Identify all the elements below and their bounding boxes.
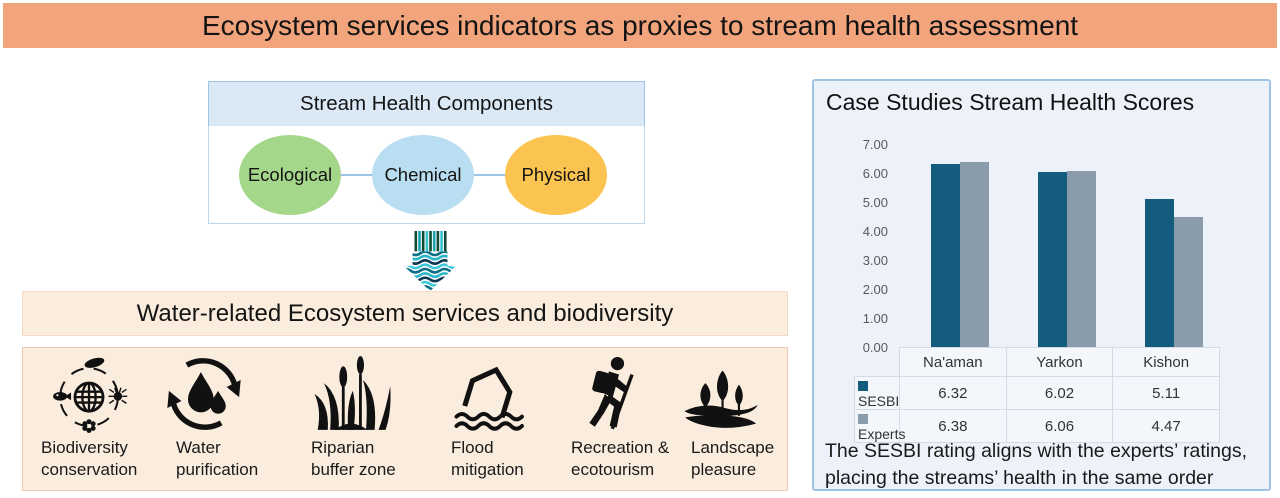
legend-cell: SESBI (854, 376, 900, 410)
caption-line1: The SESBI rating aligns with the experts… (825, 440, 1247, 462)
table-category-header: Kishon (1112, 347, 1220, 377)
chart-title: Case Studies Stream Health Scores (826, 89, 1195, 115)
table-value-cell: 5.11 (1112, 376, 1220, 410)
service-label: Water purification (176, 437, 258, 481)
y-axis-tick-label: 3.00 (862, 253, 888, 268)
service-label: Landscape pleasure (691, 437, 774, 481)
table-value-cell: 6.38 (899, 409, 1007, 443)
page-title: Ecosystem services indicators as proxies… (201, 9, 1079, 41)
ellipse-label: Physical (521, 164, 591, 185)
service-label-line1: Water (176, 438, 221, 457)
panel-caption: The SESBI rating aligns with the experts… (825, 438, 1270, 492)
y-axis-tick-label: 6.00 (862, 166, 888, 181)
service-label: Recreation & ecotourism (571, 437, 669, 481)
service-label-line1: Recreation & (571, 438, 670, 457)
ellipse-chemical: Chemical (372, 135, 474, 215)
legend-swatch (858, 381, 868, 391)
table-category-header: Na'aman (899, 347, 1007, 377)
arrow-stripes (414, 231, 447, 252)
flood-mitigation-icon (454, 366, 524, 431)
table-value-cell: 6.32 (899, 376, 1007, 410)
service-label: Biodiversity conservation (41, 437, 137, 481)
ellipse-label: Ecological (247, 164, 333, 185)
y-axis-tick-label: 4.00 (862, 224, 888, 239)
table-value-cell: 6.06 (1005, 409, 1114, 443)
landscape-pleasure-icon (684, 370, 758, 428)
connector-line (337, 174, 375, 176)
y-axis-tick-label: 1.00 (862, 311, 888, 326)
legend-swatch (858, 414, 868, 424)
bar-sesbi-yarkon (1038, 172, 1067, 347)
bar-experts-yarkon (1067, 171, 1096, 347)
ellipse-label: Chemical (384, 164, 462, 185)
table-corner-cell (855, 348, 900, 377)
services-section-header: Water-related Ecosystem services and bio… (22, 291, 788, 336)
case-studies-panel: Case Studies Stream Health Scores 0.00 1.… (812, 79, 1271, 491)
y-axis-tick-label: 0.00 (862, 340, 888, 355)
legend-cell: Experts (854, 409, 905, 443)
service-label-line1: Riparian (311, 438, 375, 457)
water-purification-icon (167, 358, 241, 430)
bar-sesbi-naaman (931, 163, 961, 347)
riparian-buffer-zone-icon (314, 356, 391, 430)
service-label-line2: conservation (41, 460, 138, 479)
table-value-cell: 4.47 (1112, 409, 1220, 443)
stream-health-components-box: Stream Health Components Ecological Chem… (208, 81, 645, 224)
y-axis-tick-label: 2.00 (862, 282, 888, 297)
table-category-header: Yarkon (1005, 347, 1114, 377)
title-banner: Ecosystem services indicators as proxies… (3, 3, 1277, 48)
service-label-line2: buffer zone (311, 460, 396, 479)
service-label: Riparian buffer zone (311, 437, 396, 481)
water-down-arrow-icon (403, 231, 457, 292)
components-box-header: Stream Health Components (208, 81, 645, 127)
bar-experts-naaman (960, 161, 990, 347)
services-section-title: Water-related Ecosystem services and bio… (136, 299, 674, 327)
recreation-ecotourism-icon (589, 356, 634, 430)
service-label-line1: Landscape (691, 438, 775, 457)
table-value-cell: 6.02 (1005, 376, 1114, 410)
arrow-waves (403, 251, 457, 292)
y-axis-tick-label: 7.00 (862, 137, 888, 152)
bar-sesbi-kishon (1144, 198, 1174, 347)
service-label-line1: Biodiversity (41, 438, 128, 457)
connector-line (471, 174, 509, 176)
service-label-line2: purification (176, 460, 259, 479)
services-icons-box: Biodiversity conservation Water purifica… (22, 347, 788, 491)
components-box-body: Ecological Chemical Physical (208, 126, 645, 224)
service-label-line1: Flood (451, 438, 494, 457)
service-label-line2: ecotourism (571, 460, 655, 479)
caption-line2: placing the streams’ health in the same … (825, 467, 1214, 489)
ellipse-physical: Physical (505, 135, 607, 215)
components-box-title: Stream Health Components (300, 92, 553, 115)
ellipse-ecological: Ecological (239, 135, 341, 215)
service-label-line2: pleasure (691, 460, 757, 479)
bar-experts-kishon (1173, 217, 1203, 347)
y-axis-tick-label: 5.00 (862, 195, 888, 210)
service-label: Flood mitigation (451, 437, 524, 481)
biodiversity-conservation-icon (53, 357, 128, 433)
service-label-line2: mitigation (451, 460, 524, 479)
